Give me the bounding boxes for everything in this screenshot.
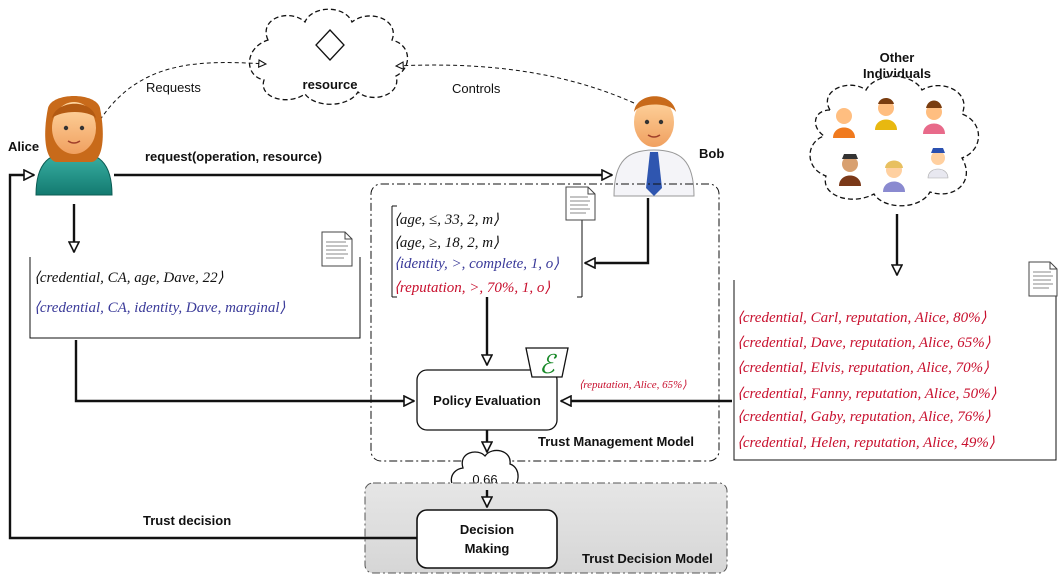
resource-diamond-icon xyxy=(315,29,345,61)
controls-arc xyxy=(396,65,635,104)
reputation-credential-line: ⟨credential, Carl, reputation, Alice, 80… xyxy=(737,310,987,326)
reputation-credential-line: ⟨credential, Gaby, reputation, Alice, 76… xyxy=(737,409,991,425)
person-icon xyxy=(927,148,949,179)
alice-cred-line: ⟨credential, CA, identity, Dave, margina… xyxy=(34,300,286,316)
policy-line: ⟨age, ≤, 33, 2, m⟩ xyxy=(394,212,499,228)
trust-management-model-label: Trust Management Model xyxy=(538,434,694,449)
person-icon xyxy=(883,160,905,192)
trust-decision-label: Trust decision xyxy=(143,513,231,528)
policy-line: ⟨identity, >, complete, 1, o⟩ xyxy=(394,256,559,272)
other-individuals-label-2: Individuals xyxy=(863,66,931,81)
policy-line: ⟨age, ≥, 18, 2, m⟩ xyxy=(394,235,499,251)
bob-to-policy-arrow xyxy=(585,198,650,263)
controls-label: Controls xyxy=(452,81,501,96)
engine-trapezoid xyxy=(525,347,569,378)
doc-icon-reputation xyxy=(1028,261,1058,297)
reputation-credential-line: ⟨credential, Helen, reputation, Alice, 4… xyxy=(737,435,995,451)
alice-credentials-doc xyxy=(29,257,361,339)
trust-management-model-box xyxy=(370,183,720,462)
alice-label: Alice xyxy=(8,139,39,154)
engine-symbol: ℰ xyxy=(539,350,557,379)
doc-icon-alice xyxy=(321,231,353,267)
person-icon xyxy=(833,108,855,138)
alice-avatar xyxy=(35,96,113,196)
resource-cloud: resource xyxy=(248,8,409,105)
resource-label: resource xyxy=(303,77,358,92)
person-icon xyxy=(875,98,897,130)
reputation-credential-line: ⟨credential, Dave, reputation, Alice, 65… xyxy=(737,335,991,351)
bob-label: Bob xyxy=(699,146,724,161)
person-icon xyxy=(839,154,861,186)
request-label: request(operation, resource) xyxy=(145,149,322,164)
other-individuals-label-1: Other xyxy=(880,50,915,65)
decision-making-label-1: Decision xyxy=(460,522,514,537)
reputation-credential-line: ⟨credential, Fanny, reputation, Alice, 5… xyxy=(737,386,997,402)
policy-line: ⟨reputation, >, 70%, 1, o⟩ xyxy=(394,280,550,296)
decision-making-label-2: Making xyxy=(465,541,510,556)
aggregated-reputation-label: ⟨reputation, Alice, 65%⟩ xyxy=(579,379,687,391)
person-icon xyxy=(923,100,945,134)
alice-cred-line: ⟨credential, CA, age, Dave, 22⟩ xyxy=(34,270,224,286)
credentials-to-policy-arrow xyxy=(74,340,414,401)
bob-avatar xyxy=(613,96,695,197)
reputation-credentials-doc xyxy=(733,280,1057,461)
requests-label: Requests xyxy=(146,80,201,95)
doc-icon-policy xyxy=(565,186,596,221)
reputation-credential-line: ⟨credential, Elvis, reputation, Alice, 7… xyxy=(737,360,989,376)
requests-arc xyxy=(99,63,266,121)
trust-decision-model-label: Trust Decision Model xyxy=(582,551,713,566)
policy-evaluation-label: Policy Evaluation xyxy=(433,393,541,408)
trust-decision-arrow xyxy=(8,175,417,540)
decision-making-box xyxy=(416,509,558,569)
